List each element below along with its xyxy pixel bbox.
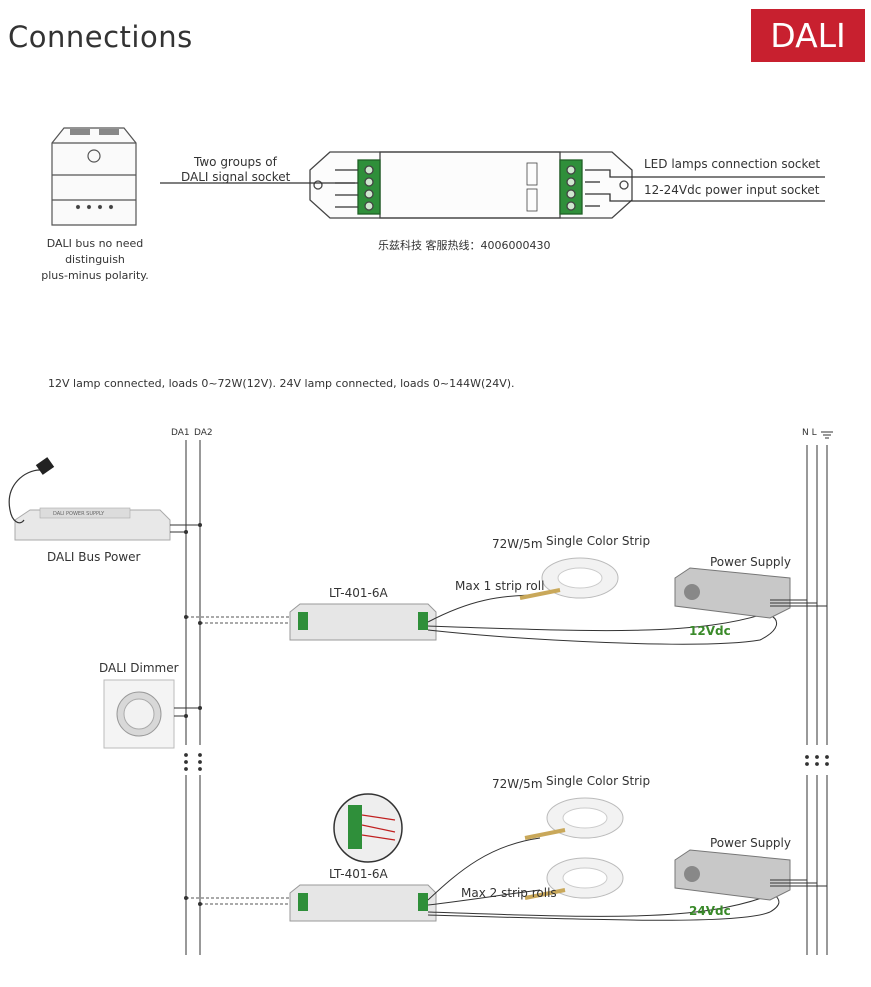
signal-socket-label-1: Two groups of	[194, 155, 277, 169]
bus-power-label: DALI Bus Power	[47, 550, 141, 564]
controller-2-label: LT-401-6A	[329, 867, 388, 881]
load-note: 12V lamp connected, loads 0~72W(12V). 24…	[48, 377, 515, 390]
page-title: Connections	[8, 20, 193, 54]
strip-roll-3	[524, 857, 624, 900]
dali-bus-power-device	[8, 457, 202, 541]
max-1-label: Max 1 strip roll	[455, 579, 545, 593]
strip-roll-1	[519, 557, 619, 600]
hotline-text: 乐兹科技 客服热线：4006000430	[378, 239, 551, 252]
power-socket-label: 12-24Vdc power input socket	[644, 183, 820, 197]
signal-socket-label-2: DALI signal socket	[181, 170, 291, 184]
mains-label: N L	[802, 428, 817, 438]
power-supply-1	[674, 567, 827, 619]
psu-2-label: Power Supply	[710, 836, 791, 850]
mains-lines	[805, 431, 833, 955]
bus-label-da2: DA2	[194, 428, 213, 438]
led-socket-label: LED lamps connection socket	[644, 157, 821, 171]
bus-polarity-note: DALI bus no need distinguish plus-minus …	[30, 236, 160, 284]
dali-dimmer-device	[103, 679, 202, 749]
strip-roll-2	[524, 797, 624, 840]
strip-1-label: Single Color Strip	[546, 534, 651, 548]
volt-12-label: 12Vdc	[689, 624, 731, 638]
bus-illustration	[51, 127, 137, 226]
volt-24-label: 24Vdc	[689, 904, 731, 918]
bus-note-line-1: DALI bus no need	[46, 237, 144, 250]
dali-badge: DALI	[751, 9, 865, 62]
max-2-label: Max 2 strip rolls	[461, 886, 557, 900]
controller-1	[184, 594, 778, 645]
bus-note-line-2: distinguish	[65, 253, 125, 266]
controller-top-view	[160, 151, 825, 219]
controller-2	[184, 793, 780, 922]
bus-note-line-3: plus-minus polarity.	[41, 269, 149, 282]
power-supply-2	[674, 849, 827, 901]
strip-2-label: Single Color Strip	[546, 774, 651, 788]
psu-top-text: DALI POWER SUPPLY	[53, 511, 105, 517]
controller-1-label: LT-401-6A	[329, 586, 388, 600]
psu-1-label: Power Supply	[710, 555, 791, 569]
dimmer-label: DALI Dimmer	[99, 661, 179, 675]
strip-1-power: 72W/5m	[492, 537, 543, 551]
bus-label-da1: DA1	[171, 428, 190, 438]
strip-2-power: 72W/5m	[492, 777, 543, 791]
dali-bus-lines	[184, 440, 202, 955]
